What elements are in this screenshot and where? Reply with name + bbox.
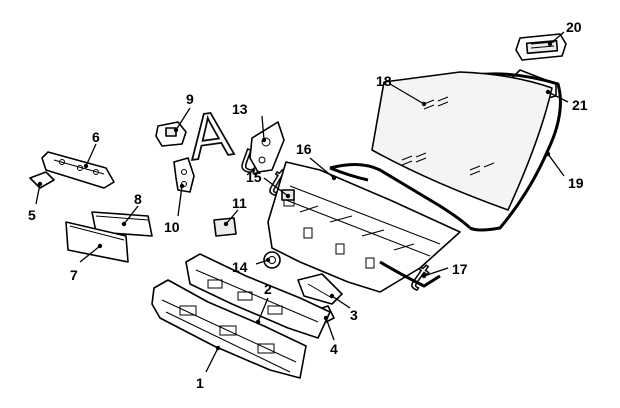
callout-1: 1 — [196, 375, 204, 391]
part-18-windscreen — [371, 71, 553, 211]
part-5-clip — [29, 171, 55, 189]
callout-20: 20 — [566, 19, 582, 35]
callout-11: 11 — [232, 195, 247, 211]
callout-16: 16 — [296, 141, 312, 157]
part-13-bracket — [249, 121, 285, 173]
leader-dots — [37, 41, 553, 351]
callout-7: 7 — [70, 267, 78, 283]
svg-text:A: A — [184, 97, 237, 174]
callout-5: 5 — [28, 207, 36, 223]
callout-15: 15 — [246, 169, 262, 185]
part-2-cross-member — [185, 253, 331, 339]
callout-9: 9 — [186, 91, 194, 107]
part-6-bracket — [41, 151, 115, 189]
part-16-cowl-panel — [267, 161, 461, 293]
part-19-windscreen-seal — [447, 72, 562, 232]
part-19-seal-lower — [329, 163, 472, 230]
callout-3: 3 — [350, 307, 358, 323]
callout-8: 8 — [134, 191, 142, 207]
callout-17: 17 — [452, 261, 468, 277]
part-10-bracket — [173, 157, 195, 193]
callout-21: 21 — [572, 97, 588, 113]
part-7-pad — [65, 221, 129, 263]
callout-10: 10 — [164, 219, 180, 235]
callout-2: 2 — [264, 281, 272, 297]
callout-6: 6 — [92, 129, 100, 145]
callout-4: 4 — [330, 341, 338, 357]
callout-14: 14 — [232, 259, 248, 275]
part-17-cowl-seal — [329, 166, 441, 288]
callout-13: 13 — [232, 101, 248, 117]
leader-lines — [35, 31, 569, 373]
callout-19: 19 — [568, 175, 584, 191]
part-9-block — [155, 121, 187, 147]
callout-labels: 1 2 3 4 5 6 7 8 9 10 11 13 14 15 16 17 1… — [28, 19, 588, 391]
part-1-lower-cross-member — [151, 279, 307, 379]
callout-18: 18 — [376, 73, 392, 89]
part-20-lamp-housing — [515, 33, 567, 61]
part-11-plate — [213, 217, 237, 237]
